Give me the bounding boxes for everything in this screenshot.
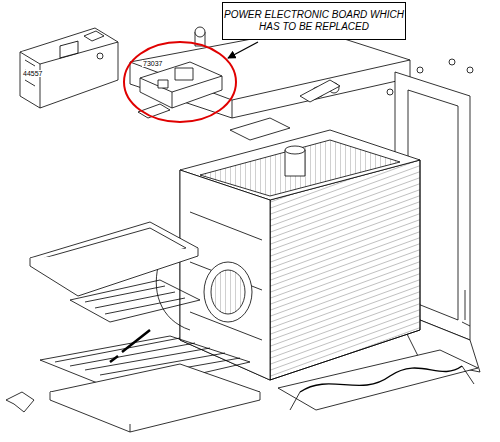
part-number: 44557 xyxy=(22,70,43,77)
power-board xyxy=(138,62,222,118)
cable xyxy=(462,290,470,326)
baking-tray xyxy=(50,364,260,432)
part-number: 73037 xyxy=(142,60,163,67)
shelf-runner xyxy=(6,392,34,412)
door-glass xyxy=(30,222,198,296)
oven-cavity xyxy=(180,118,420,380)
top-cover xyxy=(130,27,410,118)
highlight-circle xyxy=(124,42,236,122)
bottom-element xyxy=(278,350,478,410)
control-board xyxy=(20,28,118,108)
callout-box: POWER ELECTRONIC BOARD WHICH HAS TO BE R… xyxy=(222,2,406,40)
callout-text: POWER ELECTRONIC BOARD WHICH HAS TO BE R… xyxy=(223,9,405,34)
grill-element xyxy=(70,280,200,322)
leader-arrow xyxy=(228,42,258,58)
fan xyxy=(156,260,252,330)
